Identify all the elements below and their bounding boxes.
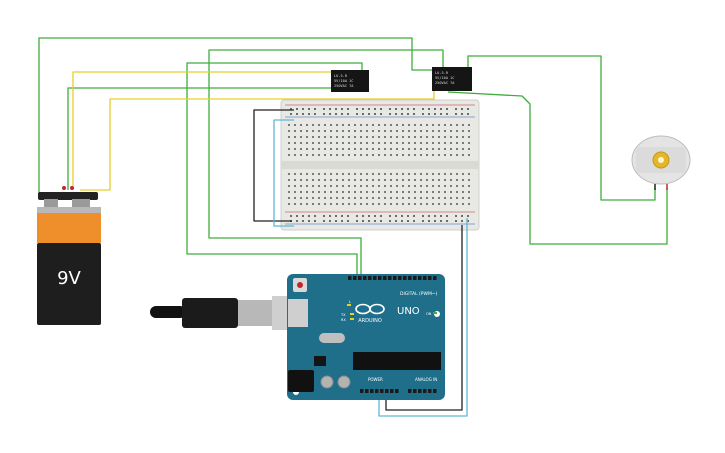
reset-button[interactable] bbox=[297, 282, 303, 288]
analog-header-label: ANALOG IN bbox=[415, 377, 437, 382]
analog-header bbox=[408, 389, 437, 393]
relay-right[interactable]: LU-5-R 5V/10A 1C 250VAC 7A bbox=[432, 67, 472, 91]
relay-left-line1: LU-5-R bbox=[334, 74, 348, 78]
black-wire-gnd bbox=[253, 109, 294, 222]
digital-header-label: DIGITAL (PWM~) bbox=[400, 291, 438, 297]
green-wire-relay-right-to-motor bbox=[467, 55, 656, 201]
battery-label: 9V bbox=[57, 268, 81, 289]
tx-led-label: TX bbox=[340, 313, 346, 317]
cyan-wire-rail bbox=[273, 119, 294, 227]
l-led-label: L bbox=[349, 300, 351, 304]
relay-right-line3: 250VAC 7A bbox=[435, 81, 455, 85]
digital-header bbox=[348, 276, 437, 280]
relay-left[interactable]: LU-5-R 5V/10A 1C 250VAC 7A bbox=[331, 70, 369, 92]
power-header bbox=[360, 389, 399, 393]
arduino-uno[interactable]: DIGITAL (PWM~) POWER ANALOG IN ARDUINO U… bbox=[287, 274, 445, 400]
yellow-wire-battery-to-relay-right bbox=[80, 84, 435, 191]
arduino-brand-label: ARDUINO bbox=[358, 318, 382, 324]
relay-left-line3: 250VAC 7A bbox=[334, 84, 354, 88]
dc-motor[interactable] bbox=[631, 135, 691, 190]
green-wire-relay-right-top bbox=[208, 49, 444, 274]
green-wire-relay-left-to-battery bbox=[67, 87, 338, 190]
breadboard-holes bbox=[288, 108, 470, 222]
relay-left-line2: 5V/10A 1C bbox=[334, 79, 353, 83]
arduino-model-label: UNO bbox=[397, 306, 420, 317]
on-led-label: ON bbox=[426, 312, 432, 316]
battery-9v[interactable]: 9V bbox=[37, 186, 101, 325]
green-wire-relay-right-to-breadboard bbox=[447, 91, 668, 245]
usb-cable bbox=[150, 296, 296, 330]
rx-led-label: RX bbox=[341, 318, 346, 322]
power-header-label: POWER bbox=[368, 377, 383, 382]
green-wire-battery-top-loop bbox=[38, 37, 436, 193]
arduino-logo: ARDUINO bbox=[355, 303, 385, 324]
relay-right-line2: 5V/10A 1C bbox=[435, 76, 454, 80]
yellow-wire-battery-to-relay-left bbox=[72, 71, 336, 190]
cyan-wire-arduino-5v bbox=[378, 218, 468, 417]
breadboard bbox=[280, 99, 480, 231]
green-wire-relay-left-top bbox=[186, 62, 363, 274]
relay-right-line1: LU-5-R bbox=[435, 71, 449, 75]
